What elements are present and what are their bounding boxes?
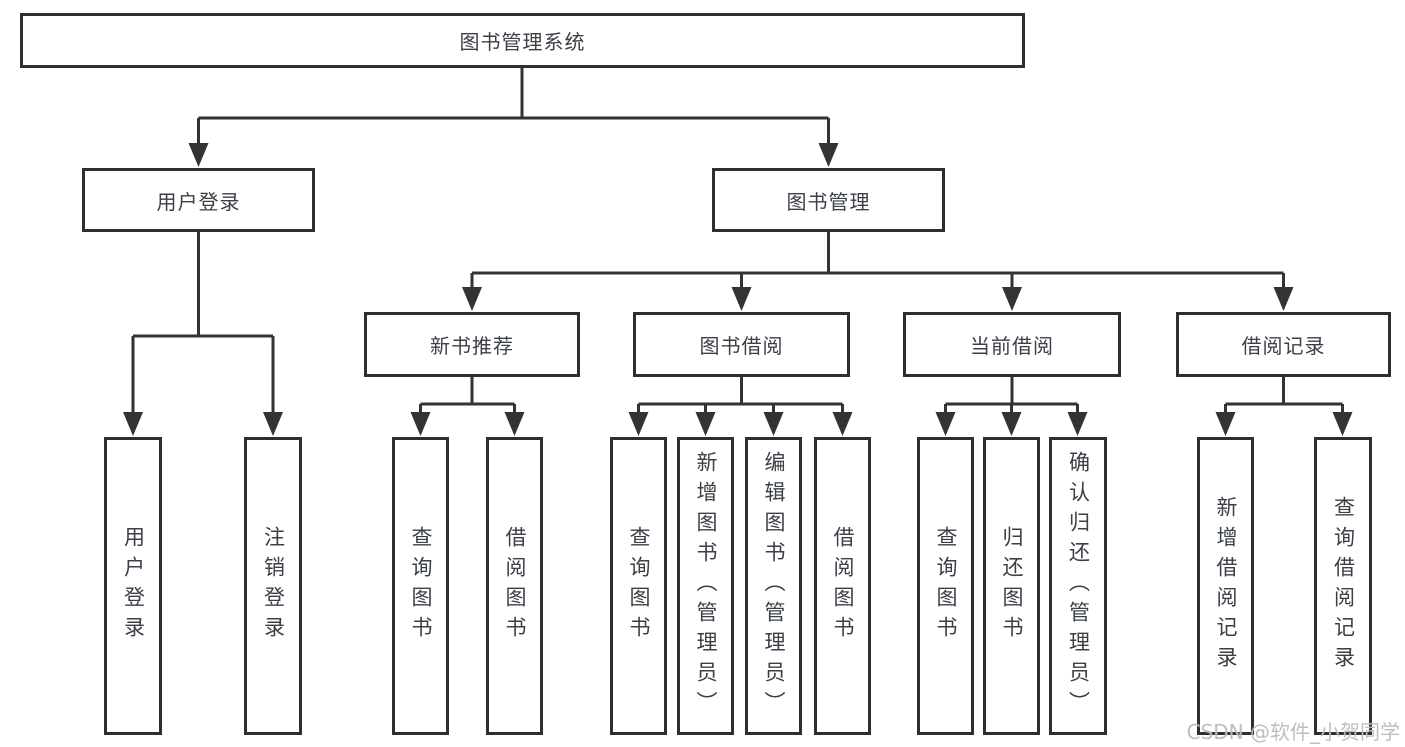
node-book-borrowing: 图书借阅: [633, 312, 850, 377]
leaf-edit-books-admin-label: 编辑图书（管理员）: [762, 451, 786, 721]
node-borrow-records: 借阅记录: [1176, 312, 1391, 377]
leaf-logout: 注销登录: [244, 437, 302, 735]
leaf-query-books-borrowing-label: 查询图书: [627, 526, 651, 646]
connector-bookmgmt-to-level3: [470, 232, 1285, 289]
leaf-edit-books-admin: 编辑图书（管理员）: [745, 437, 802, 735]
leaf-user-login-label: 用户登录: [121, 526, 146, 646]
node-new-book-recommend: 新书推荐: [364, 312, 580, 377]
leaf-return-books: 归还图书: [983, 437, 1040, 735]
leaf-add-borrow-record-label: 新增借阅记录: [1214, 496, 1238, 676]
node-book-borrowing-label: 图书借阅: [699, 334, 784, 358]
leaf-query-books-borrowing: 查询图书: [610, 437, 667, 735]
leaf-add-books-admin-label: 新增图书（管理员）: [694, 451, 718, 721]
leaf-borrow-books-recommend: 借阅图书: [486, 437, 543, 735]
node-root-label: 图书管理系统: [459, 30, 586, 54]
leaf-logout-label: 注销登录: [261, 526, 286, 646]
leaf-query-books-current-label: 查询图书: [934, 526, 958, 646]
leaf-query-books-recommend-label: 查询图书: [409, 526, 433, 646]
arrowheads: [123, 143, 1353, 436]
leaf-borrow-books-recommend-label: 借阅图书: [503, 526, 527, 646]
watermark: CSDN @软件_小贺同学: [1186, 720, 1400, 744]
leaf-query-books-current: 查询图书: [917, 437, 974, 735]
leaf-confirm-return-admin: 确认归还（管理员）: [1049, 437, 1107, 735]
node-book-management-label: 图书管理: [786, 189, 871, 214]
node-borrow-records-label: 借阅记录: [1241, 334, 1326, 358]
connector-userlogin-to-leaves: [131, 232, 275, 414]
connector-borrowing-to-leaves: [637, 377, 844, 414]
connector-records-to-leaves: [1224, 377, 1344, 414]
connector-current-to-leaves: [944, 377, 1079, 414]
leaf-confirm-return-admin-label: 确认归还（管理员）: [1066, 451, 1091, 721]
node-user-login: 用户登录: [82, 168, 315, 232]
node-book-management: 图书管理: [712, 168, 945, 232]
leaf-return-books-label: 归还图书: [1000, 526, 1024, 646]
leaf-user-login: 用户登录: [104, 437, 162, 735]
leaf-query-books-recommend: 查询图书: [392, 437, 449, 735]
leaf-borrow-books-borrowing: 借阅图书: [814, 437, 871, 735]
node-new-book-recommend-label: 新书推荐: [430, 334, 514, 358]
node-root: 图书管理系统: [20, 13, 1025, 68]
connector-root-to-level2: [197, 68, 830, 145]
connector-newbooks-to-leaves: [419, 377, 516, 414]
leaf-add-borrow-record: 新增借阅记录: [1197, 437, 1254, 735]
node-current-borrowing-label: 当前借阅: [970, 334, 1054, 358]
leaf-borrow-books-borrowing-label: 借阅图书: [831, 526, 855, 646]
node-current-borrowing: 当前借阅: [903, 312, 1121, 377]
leaf-query-borrow-record: 查询借阅记录: [1314, 437, 1372, 735]
leaf-query-borrow-record-label: 查询借阅记录: [1331, 496, 1356, 676]
node-user-login-label: 用户登录: [156, 189, 241, 214]
leaf-add-books-admin: 新增图书（管理员）: [677, 437, 734, 735]
